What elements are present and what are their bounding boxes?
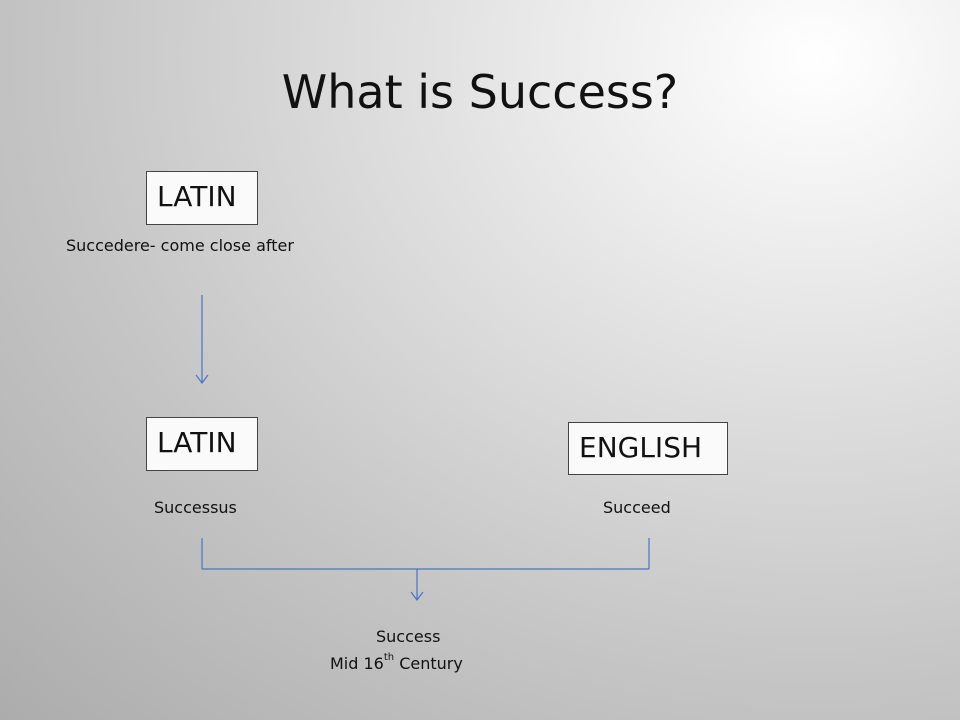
english-caption: Succeed <box>603 498 671 517</box>
result-period-superscript: th <box>383 652 395 663</box>
latin-origin-box: LATIN <box>146 171 258 225</box>
latin-derived-box: LATIN <box>146 417 258 471</box>
latin-origin-caption: Succedere- come close after <box>66 236 294 255</box>
arrow-to-success-head <box>410 591 424 601</box>
result-word: Success <box>376 627 441 646</box>
english-box: ENGLISH <box>568 422 728 475</box>
result-period: Mid 16th Century <box>330 652 463 673</box>
arrow-latin-to-latin-head <box>195 374 209 384</box>
latin-derived-caption: Successus <box>154 498 237 517</box>
slide-title: What is Success? <box>281 65 679 119</box>
result-period-prefix: Mid 16 <box>330 654 384 673</box>
result-period-suffix: Century <box>394 654 463 673</box>
